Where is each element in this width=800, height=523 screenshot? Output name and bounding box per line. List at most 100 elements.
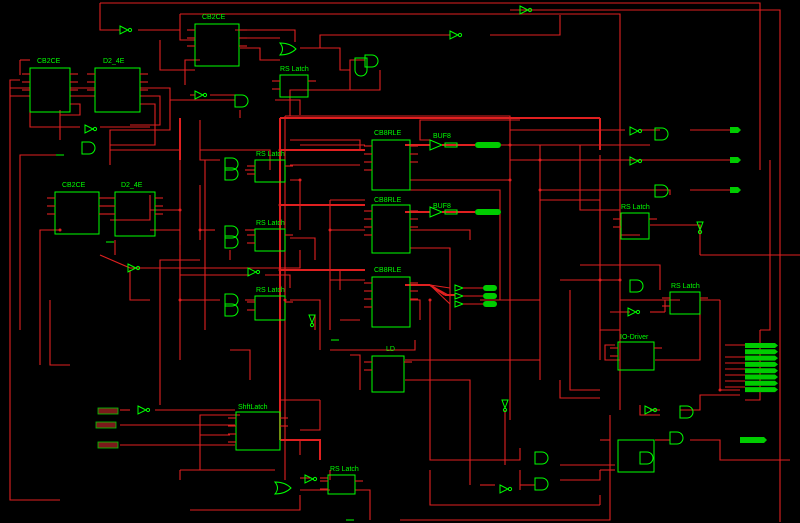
wire <box>159 259 200 405</box>
output-port <box>483 285 497 291</box>
wire <box>39 229 60 365</box>
wire <box>619 234 640 270</box>
wire <box>599 280 620 331</box>
inverter-bubble <box>309 322 315 328</box>
output-port <box>745 368 778 374</box>
wire <box>690 439 790 461</box>
output-port <box>745 361 778 367</box>
wire <box>405 379 471 485</box>
wire <box>290 299 321 350</box>
bus-label-box <box>444 142 458 148</box>
cb8rle-1-block <box>371 139 411 191</box>
junction-dot <box>538 158 542 162</box>
rs-latch-right2-block <box>669 291 701 315</box>
junction-dot <box>508 143 512 147</box>
and-gate-icon <box>629 279 644 293</box>
wire <box>99 3 120 31</box>
junction-dot <box>328 228 332 232</box>
bus-label-box <box>444 209 458 215</box>
inverter-icon <box>499 484 510 494</box>
inverter-icon <box>119 25 130 35</box>
wire <box>579 145 620 211</box>
wire <box>560 470 601 481</box>
bus-wire <box>280 439 321 460</box>
inverter-bubble <box>507 486 513 492</box>
wire <box>300 400 321 431</box>
buffer-icon <box>454 292 465 300</box>
output-port <box>483 301 497 307</box>
wire <box>355 489 371 520</box>
wire <box>429 284 451 289</box>
wire <box>655 330 701 361</box>
wire <box>230 349 251 380</box>
wire <box>275 99 301 115</box>
wire <box>440 448 521 461</box>
d2-4e-left-block <box>94 67 141 113</box>
shift-latch-block <box>235 411 281 451</box>
rs-latch-c-block <box>254 295 286 321</box>
output-port <box>745 349 778 355</box>
junction-dot <box>508 178 512 182</box>
and-gate-icon <box>234 94 249 108</box>
junction-dot <box>278 203 282 207</box>
wire <box>159 40 195 71</box>
and-gate-icon <box>224 157 239 171</box>
and-gate-icon <box>669 431 684 445</box>
wire <box>184 59 200 85</box>
wire <box>289 70 381 116</box>
and-gate-icon <box>224 225 239 239</box>
cb8rle-3-block <box>371 276 411 328</box>
output-port <box>475 142 501 148</box>
wire <box>429 470 600 506</box>
output-port <box>745 374 778 380</box>
inverter-bubble <box>527 7 533 13</box>
or-gate-icon <box>273 481 292 495</box>
block-bottom-right <box>617 439 655 473</box>
buffer-icon <box>454 300 465 308</box>
wire <box>100 2 761 170</box>
inverter-icon <box>84 124 95 134</box>
output-port <box>745 355 778 361</box>
wire <box>200 149 271 170</box>
wire <box>110 103 156 146</box>
input-port <box>97 407 119 415</box>
inverter-icon <box>627 307 638 317</box>
wire <box>429 284 451 305</box>
and-gate-icon <box>534 477 549 491</box>
junction-dot <box>298 178 302 182</box>
inverter-bubble <box>652 407 658 413</box>
wire <box>559 380 600 399</box>
ld-block <box>371 355 405 393</box>
cb2ce-top-block <box>194 23 240 67</box>
wire <box>650 224 701 255</box>
inverter-icon <box>449 30 460 40</box>
wire <box>179 14 195 41</box>
inverter-icon <box>519 5 530 15</box>
inverter-bubble <box>312 476 318 482</box>
junction-dot <box>538 188 542 192</box>
wire <box>110 195 151 221</box>
and-gate-icon <box>679 405 694 419</box>
and-gate-icon <box>224 235 239 249</box>
inverter-bubble <box>202 92 208 98</box>
output-port <box>745 387 778 393</box>
wire <box>99 254 150 269</box>
and-gate-icon <box>224 167 239 181</box>
wire <box>300 47 350 71</box>
cb8rle-2-block <box>371 204 411 254</box>
wire <box>19 154 60 330</box>
wire <box>280 439 301 455</box>
inverter-bubble <box>92 126 98 132</box>
output-port <box>745 343 778 348</box>
wire <box>290 139 361 150</box>
inverter-bubble <box>145 407 151 413</box>
inverter-icon <box>629 156 640 166</box>
inverter-icon <box>629 126 640 136</box>
wire <box>130 95 161 126</box>
wire <box>639 405 660 416</box>
inverter-icon <box>247 267 258 277</box>
wire <box>540 9 781 522</box>
output-port <box>740 437 767 443</box>
wire <box>150 250 301 269</box>
